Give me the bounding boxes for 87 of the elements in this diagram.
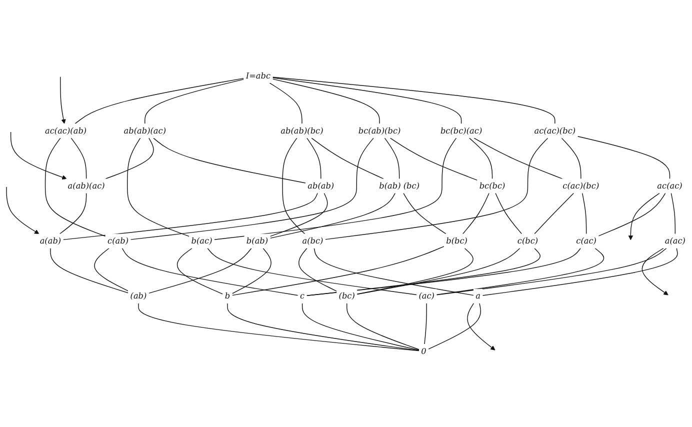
- connector: [306, 248, 540, 296]
- connector: [428, 302, 481, 350]
- connector: [306, 248, 581, 296]
- arrow: [467, 302, 496, 350]
- connector: [390, 138, 478, 180]
- connector: [74, 78, 244, 124]
- node-text: a(bc): [302, 236, 324, 246]
- connector: [469, 138, 493, 180]
- connector: [474, 138, 563, 180]
- connector: [436, 248, 667, 296]
- connector: [384, 138, 400, 180]
- connector: [482, 248, 678, 296]
- connector: [176, 248, 224, 294]
- connector: [272, 76, 556, 124]
- connector: [346, 302, 420, 350]
- node-text: c: [300, 291, 305, 301]
- connector: [269, 82, 302, 124]
- node-text: ac(ac): [657, 180, 682, 191]
- node-text: bc(bc): [479, 180, 506, 191]
- connector: [270, 192, 396, 239]
- connector: [232, 248, 272, 294]
- connector: [302, 302, 420, 350]
- node-text: (ac): [418, 291, 434, 301]
- node-text: ab(ab)(ac): [124, 126, 166, 136]
- connector: [50, 248, 128, 294]
- connector: [577, 136, 670, 180]
- connector: [62, 192, 318, 240]
- connector: [59, 192, 87, 234]
- node-text: a(ab): [40, 236, 62, 246]
- node-text: ac(ac)(bc): [534, 126, 576, 136]
- connector: [122, 248, 298, 296]
- connector: [94, 248, 128, 292]
- connector: [138, 302, 420, 352]
- connector: [144, 78, 244, 124]
- node-text: ab(ab): [308, 180, 334, 191]
- node-text: b(bc): [446, 236, 468, 246]
- arrow: [60, 76, 66, 124]
- connector: [462, 192, 490, 234]
- node-text: ab(ab)(bc): [280, 126, 324, 136]
- connector: [148, 248, 252, 294]
- connector: [314, 248, 474, 296]
- connector: [214, 138, 457, 240]
- arrow: [642, 248, 668, 296]
- connector: [325, 138, 548, 240]
- arrow: [628, 192, 660, 240]
- node-text: c(bc): [517, 236, 538, 246]
- connector: [424, 302, 427, 344]
- node-text: c(ac): [576, 236, 596, 246]
- connector: [207, 248, 417, 296]
- connector: [356, 248, 474, 294]
- connector: [403, 192, 446, 234]
- node-text: b(ac): [191, 236, 212, 246]
- connector: [272, 77, 462, 124]
- connector: [272, 78, 380, 124]
- connector: [582, 192, 587, 234]
- connector: [306, 138, 322, 180]
- connector: [105, 138, 154, 180]
- node-text: bc(bc)(ac): [440, 126, 482, 136]
- connector: [311, 138, 384, 180]
- connector: [130, 138, 374, 240]
- arrow: [6, 186, 40, 234]
- arrow: [10, 132, 67, 180]
- connector: [70, 138, 87, 180]
- connector: [670, 192, 676, 234]
- connector: [356, 248, 520, 295]
- node-text: b(ab) (bc): [379, 180, 420, 191]
- connector: [127, 138, 190, 237]
- node-text: b: [224, 291, 230, 301]
- node-text: ac(ac)(ab): [44, 126, 87, 136]
- node-text: (ab): [130, 291, 147, 301]
- node-text: I=abc: [246, 70, 271, 81]
- connector: [270, 192, 328, 237]
- connector: [598, 192, 666, 236]
- connector: [298, 248, 337, 292]
- connector: [153, 138, 306, 184]
- node-text: a(ac): [664, 236, 686, 246]
- connector: [227, 302, 420, 351]
- connector: [561, 138, 582, 180]
- connector: [282, 138, 306, 234]
- connector: [534, 192, 574, 234]
- node-text: bc(ab)(bc): [358, 126, 401, 136]
- connector: [232, 246, 444, 296]
- node-text: a(ab)(ac): [68, 180, 105, 191]
- node-text: 0: [421, 346, 426, 356]
- node-text: c(ac)(bc): [562, 180, 600, 191]
- connector: [436, 248, 604, 296]
- connector: [495, 192, 522, 234]
